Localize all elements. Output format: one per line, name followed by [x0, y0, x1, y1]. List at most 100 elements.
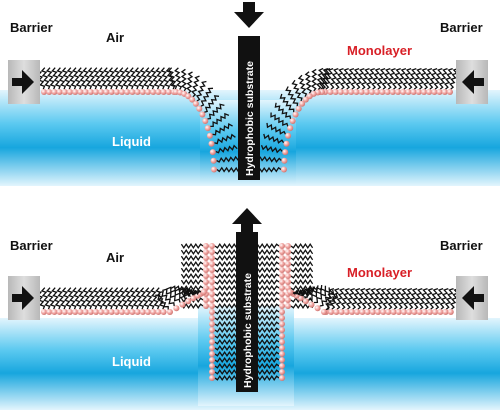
head-group: [103, 89, 110, 95]
head-group: [209, 369, 215, 375]
hydrocarbon-tail: [256, 249, 280, 255]
head-group: [209, 149, 216, 156]
head-group: [129, 309, 136, 315]
head-group: [416, 309, 423, 315]
head-group: [56, 309, 63, 315]
head-group: [209, 261, 215, 267]
head-group: [134, 309, 141, 315]
head-group: [203, 273, 209, 279]
hydrocarbon-tail: [61, 287, 72, 310]
head-group: [314, 305, 321, 312]
hydrocarbon-tail: [61, 67, 72, 90]
head-group: [209, 363, 215, 369]
head-group: [279, 279, 285, 285]
head-group: [369, 309, 376, 315]
hydrocarbon-tail: [429, 287, 439, 310]
hydrocarbon-tail: [256, 375, 280, 381]
head-group: [295, 105, 302, 112]
hydrocarbon-tail: [418, 287, 428, 310]
hydrocarbon-tail: [216, 166, 240, 173]
head-group: [209, 315, 215, 321]
head-group: [285, 249, 291, 255]
hydrocarbon-tail: [274, 102, 292, 120]
hydrocarbon-tail: [351, 287, 361, 310]
head-group: [189, 96, 196, 103]
hydrocarbon-tail: [214, 291, 238, 297]
head-group: [203, 249, 209, 255]
head-group: [289, 118, 296, 124]
hydrocarbon-tail: [180, 279, 204, 285]
hydrocarbon-tail: [413, 287, 423, 310]
hydrocarbon-tail: [181, 287, 201, 295]
head-group: [279, 351, 285, 357]
hydrocarbon-tail: [214, 243, 238, 249]
hydrocarbon-tail: [184, 289, 202, 296]
head-group: [209, 333, 215, 339]
head-group: [287, 289, 294, 295]
head-group: [406, 309, 413, 315]
head-group: [353, 89, 360, 95]
hydrocarbon-tail: [397, 287, 407, 310]
hydrocarbon-tail: [290, 243, 314, 249]
hydrocarbon-tail: [186, 71, 194, 94]
head-group: [209, 255, 215, 261]
hydrocarbon-tail: [66, 67, 77, 90]
head-group: [199, 111, 206, 118]
hydrocarbon-tail: [56, 67, 67, 90]
head-group: [51, 309, 58, 315]
hydrocarbon-tail: [82, 67, 93, 90]
hydrocarbon-tail: [180, 249, 204, 255]
head-group: [395, 309, 402, 315]
hydrocarbon-tail: [449, 67, 459, 90]
hydrocarbon-tail: [266, 122, 287, 135]
hydrocarbon-tail: [316, 67, 324, 90]
hydrocarbon-tail: [350, 67, 360, 90]
hydrocarbon-tail: [144, 67, 155, 90]
hydrocarbon-tail: [180, 68, 187, 92]
head-group: [209, 339, 215, 345]
head-group: [206, 132, 213, 139]
head-group: [427, 309, 433, 315]
head-group: [209, 279, 215, 285]
hydrocarbon-tail: [285, 86, 299, 107]
hydrocarbon-tail: [334, 67, 344, 90]
head-group: [348, 89, 355, 95]
hydrocarbon-tail: [214, 345, 238, 351]
hydrocarbon-tail: [56, 287, 67, 310]
hydrocarbon-tail: [444, 287, 454, 310]
hydrocarbon-tail: [291, 79, 303, 102]
head-group: [281, 166, 287, 173]
hydrocarbon-tail: [324, 67, 334, 90]
hydrocarbon-tail: [45, 287, 56, 310]
head-group: [389, 89, 396, 95]
hydrocarbon-tail: [443, 67, 453, 90]
hydrocarbon-tail: [123, 287, 134, 310]
hydrocarbon-tail: [214, 357, 238, 363]
head-group: [203, 279, 209, 285]
hydrocarbon-tail: [71, 287, 82, 310]
head-group: [173, 305, 180, 312]
hydrocarbon-tail: [214, 333, 238, 339]
hydrocarbon-tail: [214, 375, 238, 381]
head-group: [209, 291, 215, 297]
head-group: [41, 89, 47, 95]
head-group: [211, 166, 217, 173]
head-group: [209, 327, 215, 333]
monolayer: [35, 243, 459, 381]
hydrocarbon-tail: [191, 75, 200, 98]
hydrocarbon-tail: [290, 267, 314, 273]
hydrocarbon-tail: [66, 287, 77, 310]
hydrocarbon-tail: [256, 315, 280, 321]
label-air: Air: [106, 30, 124, 45]
hydrocarbon-tail: [92, 67, 103, 90]
head-group: [283, 140, 290, 147]
hydrocarbon-tail: [256, 309, 280, 315]
head-group: [67, 89, 73, 95]
hydrocarbon-tail: [160, 67, 171, 90]
head-group: [279, 375, 285, 381]
hydrocarbon-tail: [256, 303, 280, 309]
hydrocarbon-tail: [77, 287, 87, 310]
head-group: [279, 285, 285, 291]
head-group: [327, 89, 334, 95]
head-group: [124, 89, 131, 95]
